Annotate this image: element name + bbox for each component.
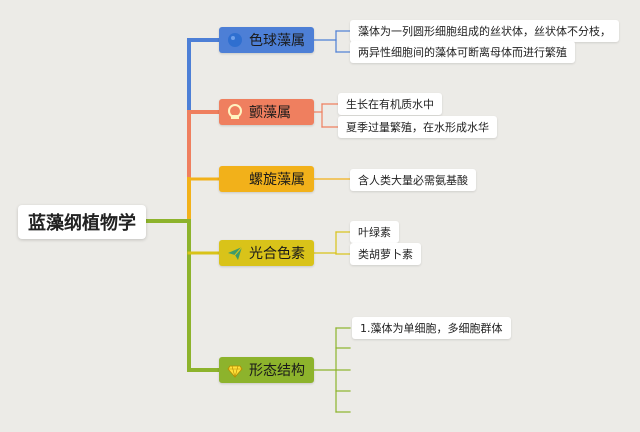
leaf-pigment-carotenoid[interactable]: 类胡萝卜素: [350, 243, 421, 265]
branch-spirulina[interactable]: 螺旋藻属: [219, 166, 314, 192]
branch-morphology[interactable]: 形态结构: [219, 357, 314, 383]
leaf-chroococcus-2[interactable]: 两异性细胞间的藻体可断离母体而进行繁殖: [350, 41, 575, 63]
branch-label: 形态结构: [249, 363, 305, 379]
diamond-icon: [227, 362, 243, 379]
leaf-oscillatoria-1[interactable]: 生长在有机质水中: [338, 93, 442, 115]
leaf-chroococcus-1[interactable]: 藻体为一列圆形细胞组成的丝状体，丝状体不分枝，: [350, 20, 619, 42]
root-topic[interactable]: 蓝藻纲植物学: [18, 205, 146, 239]
paper-plane-icon: [227, 245, 243, 261]
leaf-spirulina-1[interactable]: 含人类大量必需氨基酸: [350, 169, 476, 191]
globe-icon: [227, 32, 243, 48]
branch-label: 螺旋藻属: [249, 172, 305, 188]
leaf-pigment-chlorophyll[interactable]: 叶绿素: [350, 221, 399, 243]
branch-label: 颤藻属: [249, 105, 291, 121]
branch-chroococcus[interactable]: 色球藻属: [219, 27, 314, 53]
branch-photosynthetic-pigments[interactable]: 光合色素: [219, 240, 314, 266]
branch-oscillatoria[interactable]: 颤藻属: [219, 99, 314, 125]
leaf-morphology-1[interactable]: 1.藻体为单细胞，多细胞群体: [352, 317, 511, 339]
root-topic-label: 蓝藻纲植物学: [28, 213, 136, 234]
leaf-oscillatoria-2[interactable]: 夏季过量繁殖，在水形成水华: [338, 116, 497, 138]
badge-icon: [227, 104, 243, 120]
branch-label: 色球藻属: [249, 33, 305, 49]
branch-label: 光合色素: [249, 246, 305, 262]
